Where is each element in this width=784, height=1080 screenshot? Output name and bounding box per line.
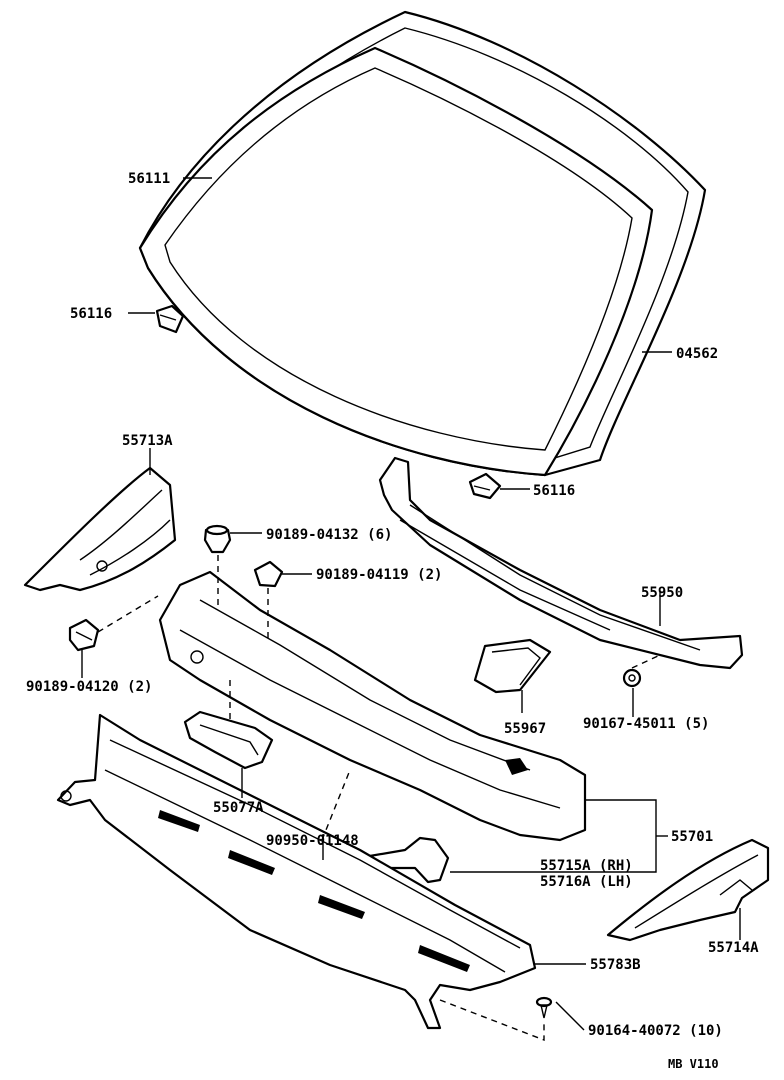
label-90189-04132: 90189-04132 (6) (266, 527, 392, 543)
label-55967: 55967 (504, 721, 546, 737)
stopper-left (155, 304, 185, 334)
label-55783B: 55783B (590, 957, 641, 973)
windshield-glass (138, 10, 707, 477)
label-55713A: 55713A (122, 433, 173, 449)
clip-icon (253, 560, 284, 588)
label-04562: 04562 (676, 346, 718, 362)
louver-55783B (56, 713, 537, 1030)
panel-55701 (158, 570, 587, 842)
label-90189-04120: 90189-04120 (2) (26, 679, 152, 695)
screw-icon (535, 996, 553, 1019)
label-56111: 56111 (128, 171, 170, 187)
footer-code: MB V110 (668, 1057, 719, 1071)
label-90189-04119: 90189-04119 (2) (316, 567, 442, 583)
side-panel-left (23, 466, 177, 592)
label-56116-left: 56116 (70, 306, 112, 322)
label-55077A: 55077A (213, 800, 264, 816)
part-labels: 56111 56116 04562 55713A 56116 90189-041… (26, 171, 759, 1071)
dashed-guides (97, 555, 661, 1042)
stopper-right (468, 472, 502, 500)
label-55715A: 55715A (RH) (540, 858, 633, 874)
leader-lines (81, 177, 741, 1031)
label-90950-01148: 90950-01148 (266, 833, 359, 849)
clip-icon (203, 524, 232, 554)
label-55950: 55950 (641, 585, 683, 601)
seal-55950 (378, 456, 744, 670)
label-90164-40072: 90164-40072 (10) (588, 1023, 723, 1039)
bracket-55077A (183, 710, 274, 770)
label-56116-right: 56116 (533, 483, 575, 499)
clip-icon (68, 618, 100, 652)
label-90167-45011: 90167-45011 (5) (583, 716, 709, 732)
side-panel-right (606, 838, 770, 942)
label-55701: 55701 (671, 829, 713, 845)
duct-55967 (473, 638, 552, 694)
nut-icon (622, 668, 642, 688)
label-55716A: 55716A (LH) (540, 874, 633, 890)
label-55714A: 55714A (708, 940, 759, 956)
